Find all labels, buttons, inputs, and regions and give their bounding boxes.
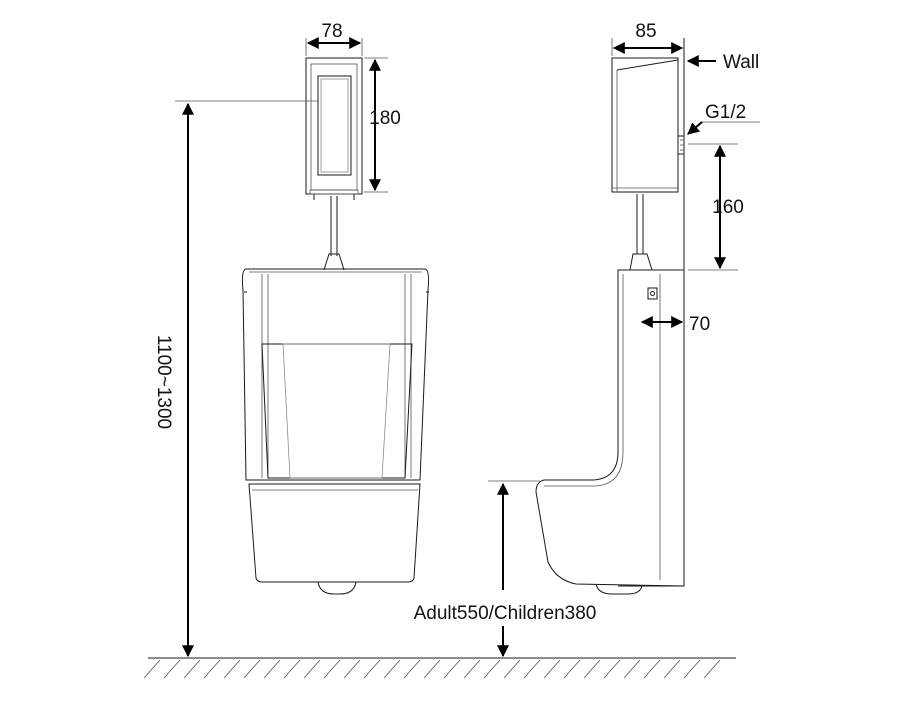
floor-hatch-line — [463, 659, 481, 679]
front-width-label: 78 — [321, 21, 342, 42]
floor-hatch-line — [643, 659, 661, 679]
floor-hatch-line — [603, 659, 621, 679]
floor-hatch-line — [403, 659, 421, 679]
inlet-height-dimension — [688, 143, 738, 271]
pipe-thread-label: G1/2 — [705, 102, 746, 123]
floor-hatch-line — [683, 659, 701, 679]
floor-line — [143, 657, 736, 679]
floor-hatch-line — [523, 659, 541, 679]
inlet-height-label: 160 — [712, 197, 744, 218]
floor-hatch-line — [203, 659, 221, 679]
front-height-dimension — [364, 57, 388, 193]
floor-hatch-line — [663, 659, 681, 679]
floor-hatch-line — [423, 659, 441, 679]
floor-hatch-line — [563, 659, 581, 679]
floor-hatch-line — [363, 659, 381, 679]
floor-hatch-line — [343, 659, 361, 679]
side-view: 85 Wall G1/2 160 70 — [535, 21, 760, 595]
side-flush-pipe — [629, 194, 653, 271]
wall-label: Wall — [723, 52, 759, 73]
wall-offset-label: 70 — [689, 314, 710, 335]
floor-hatch-line — [623, 659, 641, 679]
floor-hatch-line — [303, 659, 321, 679]
front-height-label: 180 — [369, 108, 401, 129]
floor-hatch-line — [503, 659, 521, 679]
mounting-height-dimension — [175, 100, 318, 658]
floor-hatch-line — [183, 659, 201, 679]
mounting-height-label: 1100~1300 — [153, 335, 174, 429]
front-flush-valve-box — [305, 57, 363, 200]
rim-height-label: Adult550/Children380 — [414, 603, 597, 624]
floor-hatch-line — [383, 659, 401, 679]
floor-hatch-line — [263, 659, 281, 679]
side-depth-dimension — [611, 38, 684, 56]
floor-hatch-line — [163, 659, 181, 679]
pipe-thread-leader — [687, 121, 760, 135]
rim-height-dimension — [488, 480, 540, 658]
floor-hatch-line — [243, 659, 261, 679]
front-view: 78 180 1100~1300 — [153, 21, 430, 658]
floor-hatch-line — [283, 659, 301, 679]
floor-hatch-line — [143, 659, 161, 679]
floor-hatch-line — [543, 659, 561, 679]
floor-hatch-line — [583, 659, 601, 679]
floor-hatch-line — [443, 659, 461, 679]
floor-hatch-line — [323, 659, 341, 679]
side-urinal-body — [535, 269, 685, 595]
floor-hatch-line — [703, 659, 721, 679]
floor-hatch-line — [483, 659, 501, 679]
side-flush-valve-box — [611, 57, 685, 193]
front-width-dimension — [305, 37, 363, 56]
front-urinal-body — [241, 268, 430, 595]
front-flush-pipe — [323, 196, 345, 271]
side-depth-label: 85 — [635, 21, 656, 42]
floor-hatch-line — [223, 659, 241, 679]
